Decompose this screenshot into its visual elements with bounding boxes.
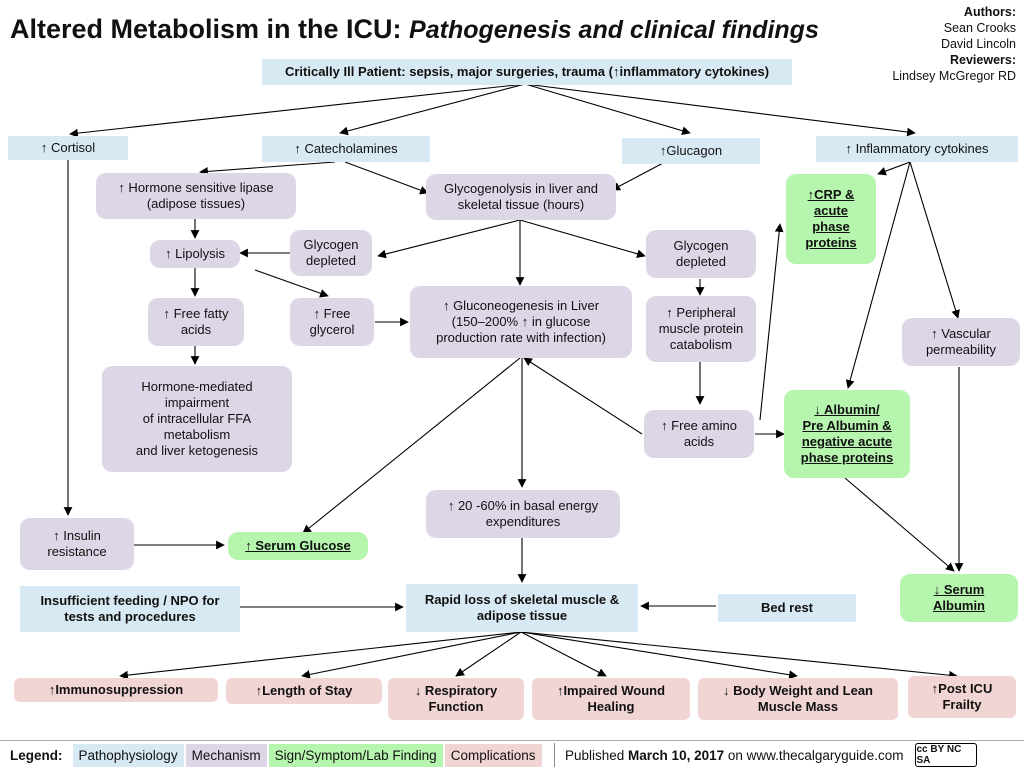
- published-date: March 10, 2017: [628, 747, 725, 763]
- node-impaired-wound-healing: ↑Impaired Wound Healing: [532, 678, 690, 720]
- node-albumin-prealbumin: ↓ Albumin/ Pre Albumin & negative acute …: [784, 390, 910, 478]
- node-post-icu-frailty: ↑Post ICU Frailty: [908, 676, 1016, 718]
- node-glycogen-depleted-left: Glycogen depleted: [290, 230, 372, 276]
- node-hormone-sensitive-lipase: ↑ Hormone sensitive lipase (adipose tiss…: [96, 173, 296, 219]
- legend-pathophysiology: Pathophysiology: [72, 743, 184, 767]
- legend: Legend: Pathophysiology Mechanism Sign/S…: [0, 740, 1024, 769]
- node-bed-rest: Bed rest: [718, 594, 856, 622]
- title-main: Altered Metabolism in the ICU:: [10, 14, 410, 44]
- node-respiratory-function: ↓ Respiratory Function: [388, 678, 524, 720]
- published-site: on www.thecalgaryguide.com: [724, 747, 904, 763]
- node-hormone-mediated-impairment: Hormone-mediated impairment of intracell…: [102, 366, 292, 472]
- authors-label: Authors:: [963, 5, 1016, 19]
- node-lipolysis: ↑ Lipolysis: [150, 240, 240, 268]
- credits: Authors: Sean Crooks David Lincoln Revie…: [892, 4, 1016, 84]
- legend-divider: [553, 743, 555, 767]
- node-insulin-resistance: ↑ Insulin resistance: [20, 518, 134, 570]
- node-length-of-stay: ↑Length of Stay: [226, 678, 382, 704]
- node-free-glycerol: ↑ Free glycerol: [290, 298, 374, 346]
- legend-title: Legend:: [10, 747, 63, 763]
- node-serum-glucose: ↑ Serum Glucose: [228, 532, 368, 560]
- node-vascular-permeability: ↑ Vascular permeability: [902, 318, 1020, 366]
- node-glycogen-depleted-right: Glycogen depleted: [646, 230, 756, 278]
- node-critically-ill-patient: Critically Ill Patient: sepsis, major su…: [262, 59, 792, 85]
- node-gluconeogenesis: ↑ Gluconeogenesis in Liver (150–200% ↑ i…: [410, 286, 632, 358]
- node-basal-energy-expenditure: ↑ 20 -60% in basal energy expenditures: [426, 490, 620, 538]
- cc-license-icon: cc BY NC SA: [915, 743, 978, 767]
- title-subtitle: Pathogenesis and clinical findings: [409, 16, 819, 44]
- legend-mechanism: Mechanism: [185, 743, 267, 767]
- reviewer-1: Lindsey McGregor RD: [892, 69, 1016, 83]
- author-2: David Lincoln: [940, 37, 1016, 51]
- node-cortisol: ↑ Cortisol: [8, 136, 128, 160]
- reviewers-label: Reviewers:: [949, 53, 1016, 67]
- node-glucagon: ↑Glucagon: [622, 138, 760, 164]
- node-serum-albumin: ↓ Serum Albumin: [900, 574, 1018, 622]
- node-inflammatory-cytokines: ↑ Inflammatory cytokines: [816, 136, 1018, 162]
- node-insufficient-feeding: Insufficient feeding / NPO for tests and…: [20, 586, 240, 632]
- author-1: Sean Crooks: [943, 21, 1016, 35]
- node-peripheral-muscle-catabolism: ↑ Peripheral muscle protein catabolism: [646, 296, 756, 362]
- node-rapid-muscle-loss: Rapid loss of skeletal muscle & adipose …: [406, 584, 638, 632]
- published-line: Published March 10, 2017 on www.thecalga…: [565, 748, 903, 763]
- published-prefix: Published: [565, 747, 629, 763]
- node-catecholamines: ↑ Catecholamines: [262, 136, 430, 162]
- node-immunosuppression: ↑Immunosuppression: [14, 678, 218, 702]
- node-free-fatty-acids: ↑ Free fatty acids: [148, 298, 244, 346]
- legend-sign-symptom: Sign/Symptom/Lab Finding: [268, 743, 443, 767]
- node-free-amino-acids: ↑ Free amino acids: [644, 410, 754, 458]
- node-glycogenolysis: Glycogenolysis in liver and skeletal tis…: [426, 174, 616, 220]
- node-body-weight-lean-mass: ↓ Body Weight and Lean Muscle Mass: [698, 678, 898, 720]
- legend-complications: Complications: [444, 743, 542, 767]
- page-title: Altered Metabolism in the ICU: Pathogene…: [10, 14, 819, 45]
- node-crp-acute-phase: ↑CRP & acute phase proteins: [786, 174, 876, 264]
